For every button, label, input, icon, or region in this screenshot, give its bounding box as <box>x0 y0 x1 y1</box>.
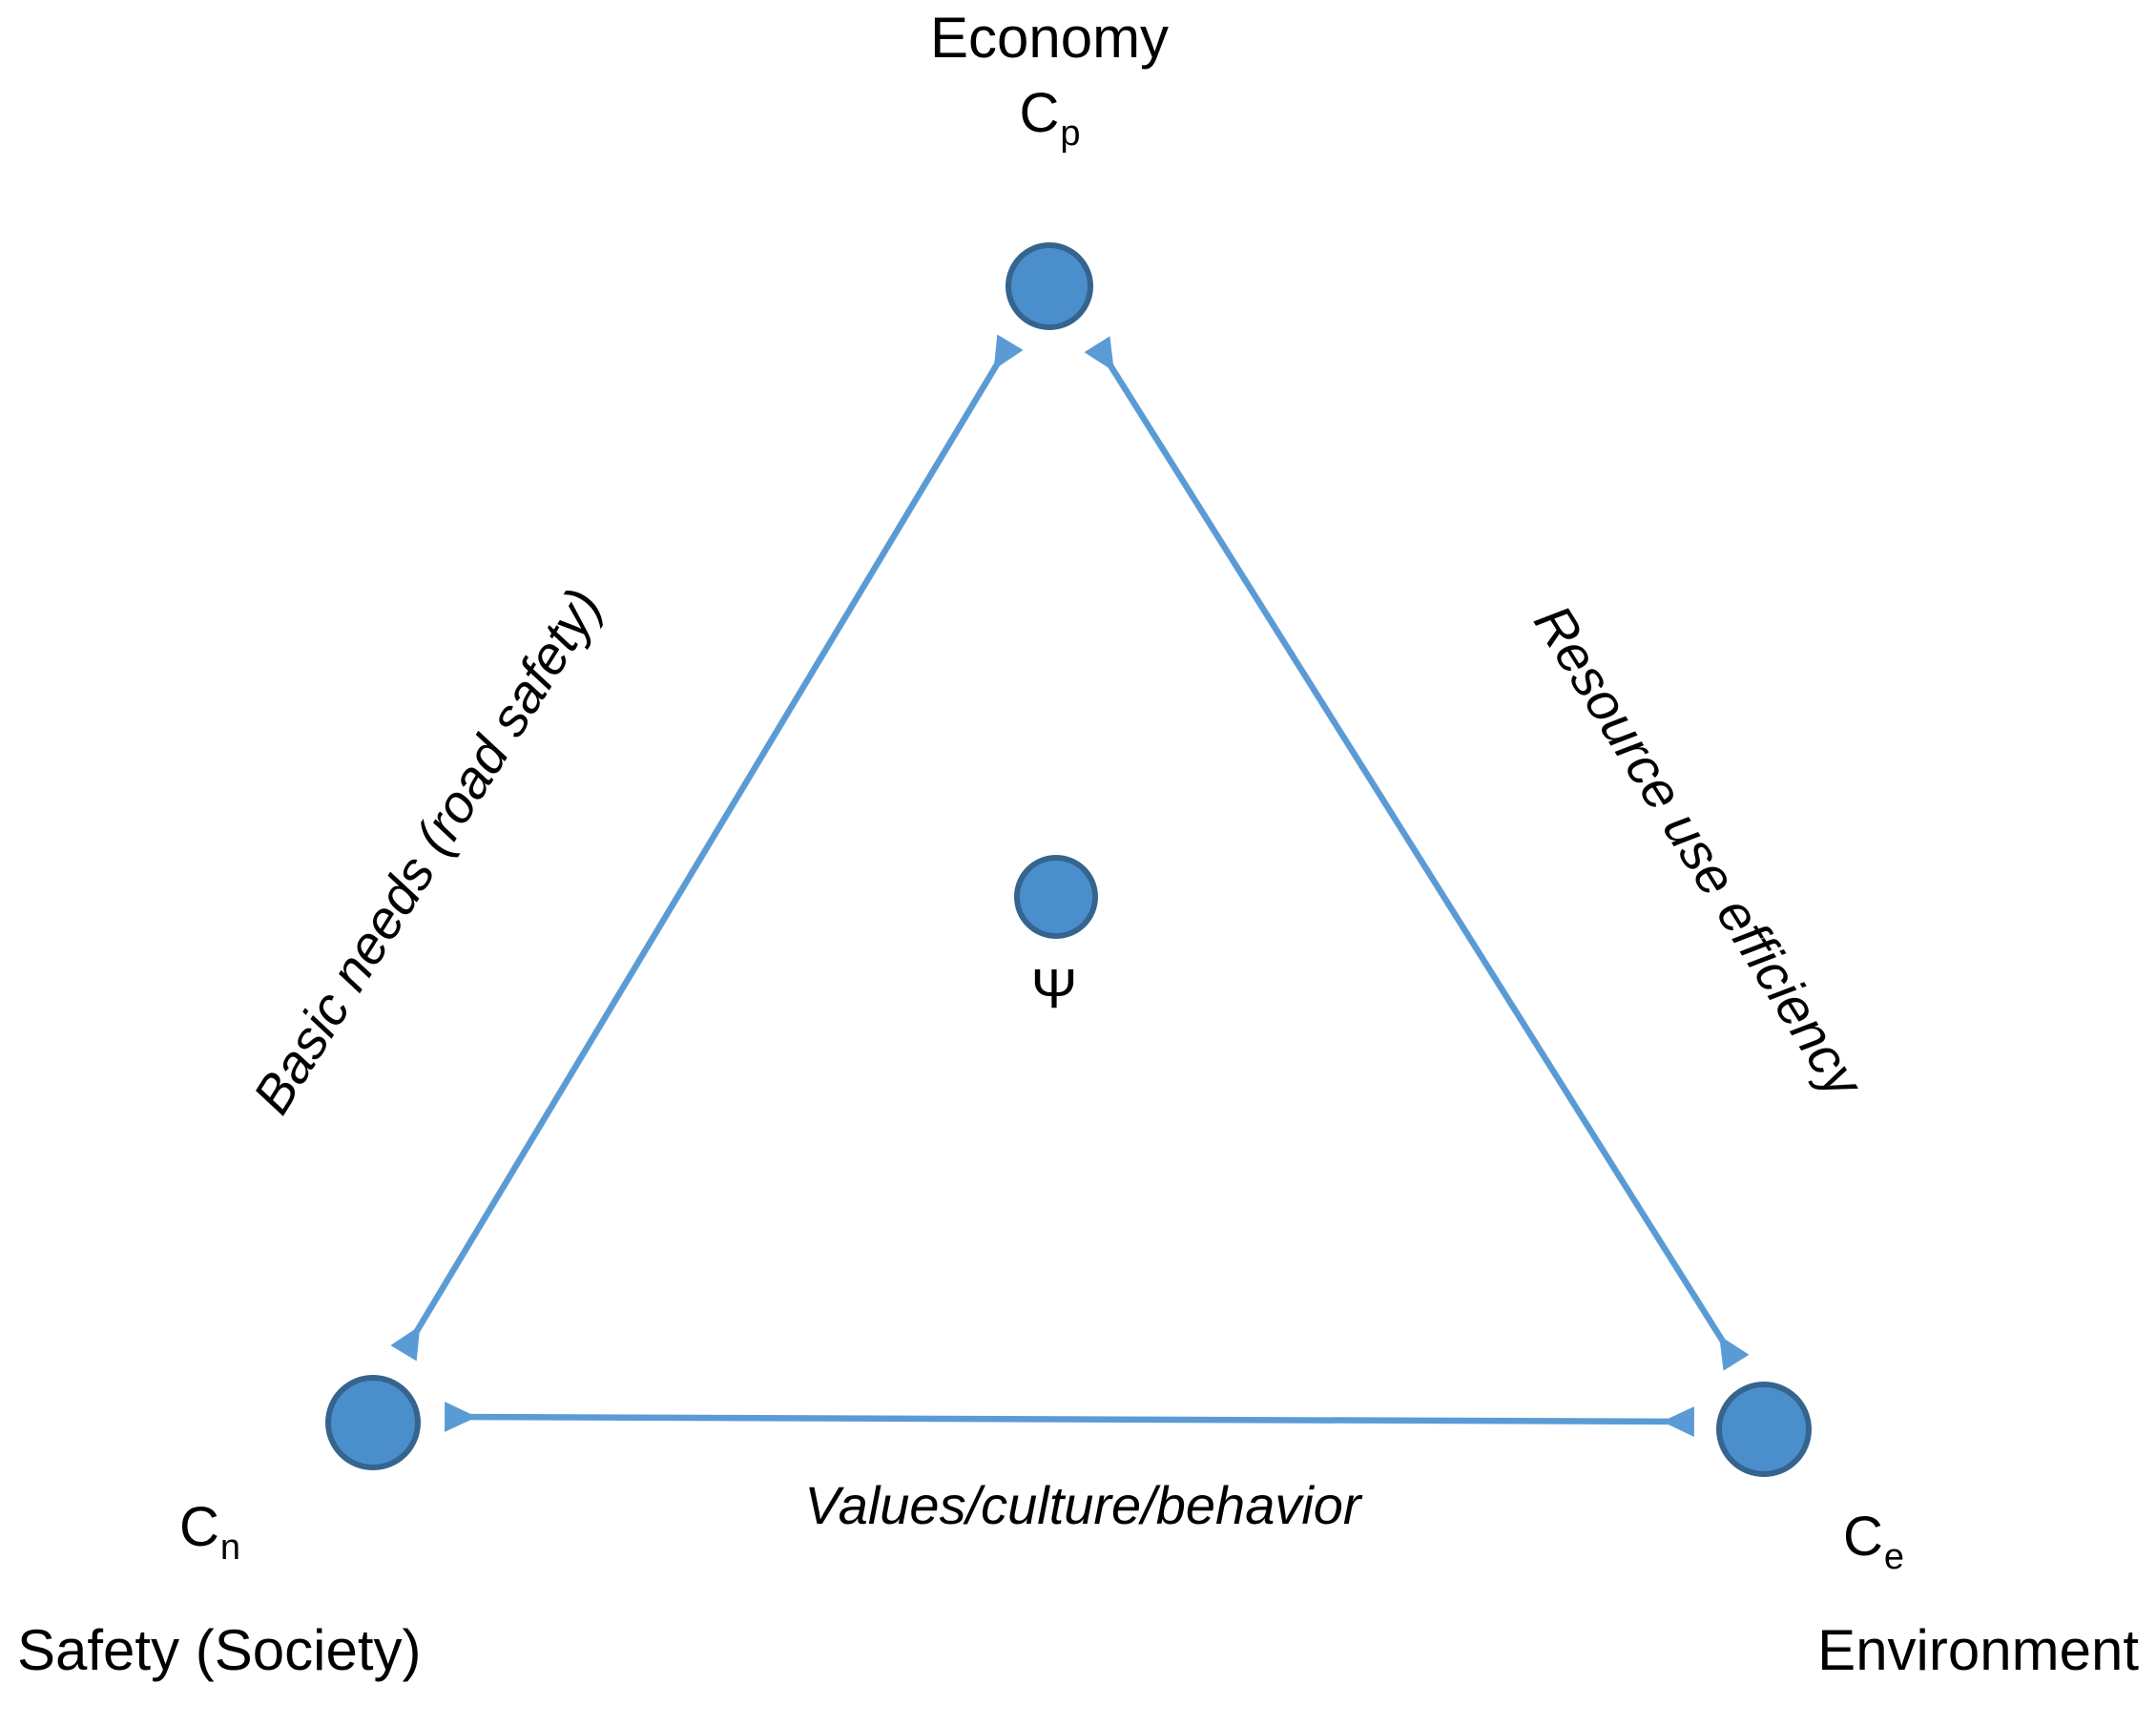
edge-label-safety-environment: Values/culture/behavior <box>804 1475 1361 1535</box>
node-circle-center[interactable] <box>1014 855 1098 939</box>
node-symbol-economy-base: C <box>1019 82 1060 144</box>
node-circle-safety[interactable] <box>325 1375 421 1470</box>
node-circle-environment[interactable] <box>1716 1382 1812 1477</box>
node-symbol-safety-subscript: n <box>219 1528 241 1568</box>
node-symbol-environment-subscript: e <box>1883 1537 1905 1577</box>
node-title-economy: Economy <box>929 6 1170 70</box>
node-group <box>325 242 1812 1477</box>
node-symbol-environment-base: C <box>1843 1506 1883 1568</box>
node-symbol-safety-base: C <box>179 1496 219 1558</box>
node-symbol-environment: Ce <box>1843 1506 1904 1576</box>
edge-arrow-economy-environment <box>1084 336 1750 1371</box>
node-symbol-safety: Cn <box>179 1500 240 1567</box>
node-title-environment: Environment <box>1817 1618 2139 1682</box>
edge-arrow-safety-economy <box>390 334 1024 1362</box>
node-symbol-economy-subscript: p <box>1060 114 1081 154</box>
edge-arrow-safety-environment <box>445 1402 1694 1437</box>
edge-group <box>390 334 1750 1437</box>
node-symbol-economy: Cp <box>1019 86 1080 153</box>
node-title-safety: Safety (Society) <box>17 1618 422 1682</box>
node-symbol-center: Ψ <box>1030 958 1078 1020</box>
node-circle-economy[interactable] <box>1005 242 1093 330</box>
